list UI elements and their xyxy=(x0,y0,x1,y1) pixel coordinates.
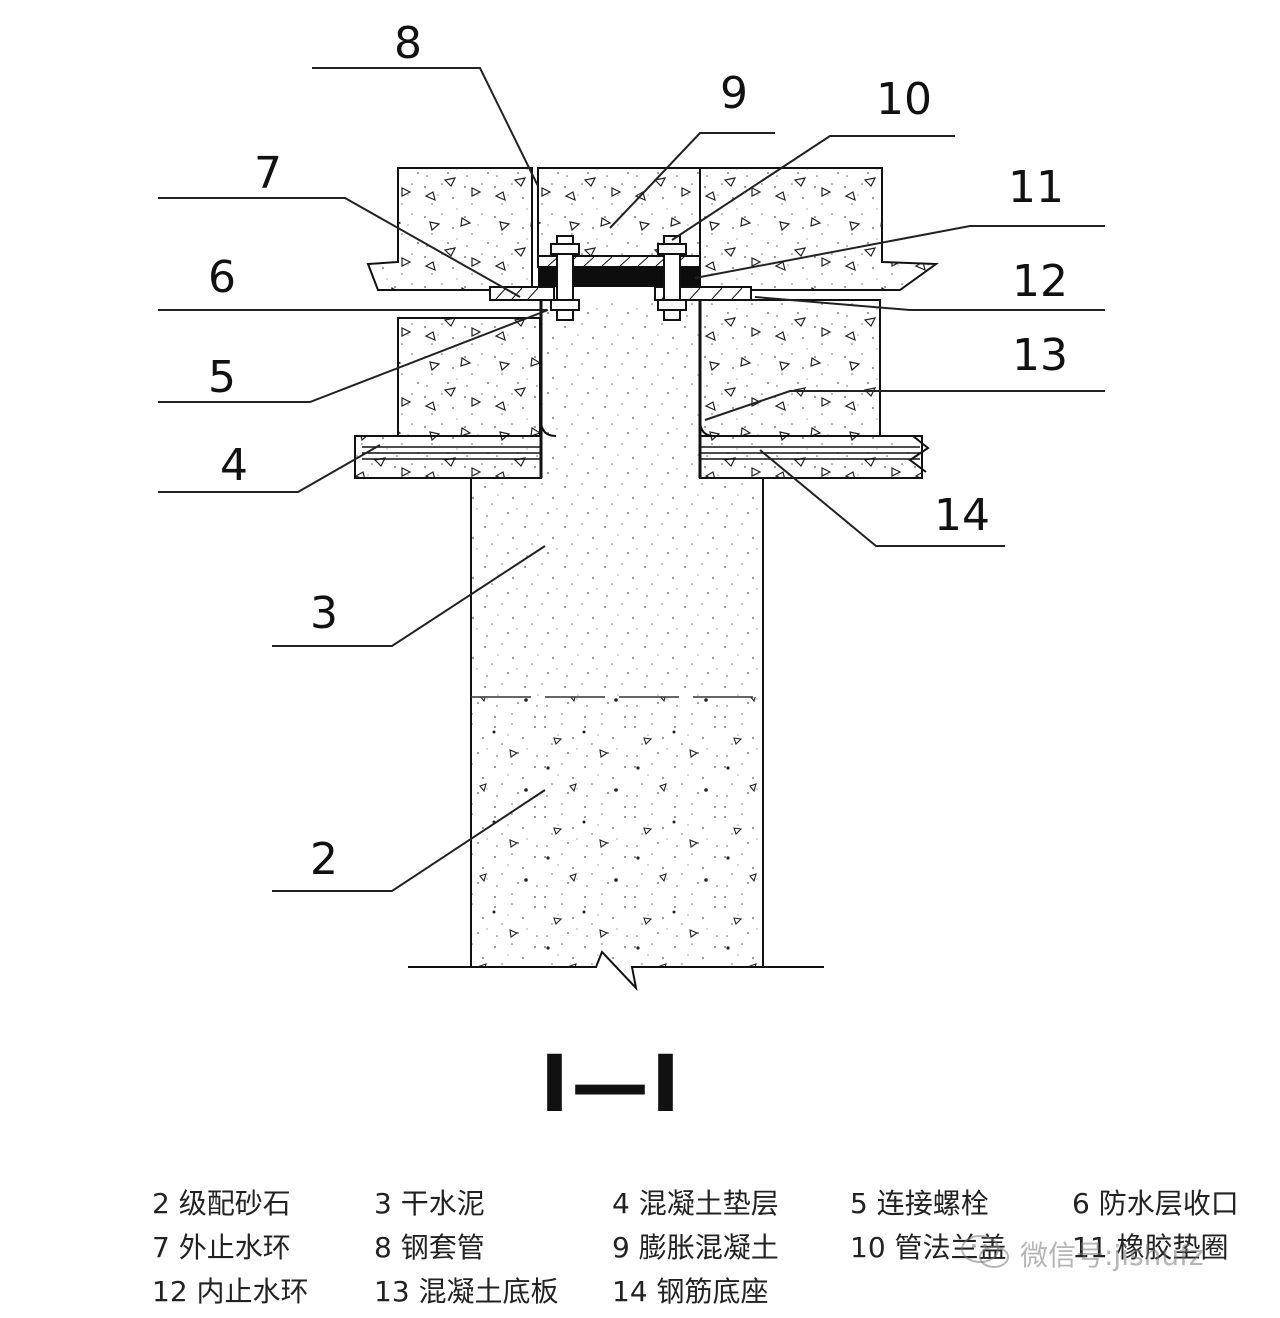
callout-7: 7 xyxy=(254,148,282,199)
callout-2: 2 xyxy=(310,834,338,885)
legend-item: 11 橡胶垫圈 xyxy=(1072,1231,1229,1264)
ground-break-line xyxy=(408,950,824,992)
legend-row: 2 级配砂石 3 干水泥 4 混凝土垫层 5 连接螺栓 6 防水层收口 xyxy=(152,1182,1280,1226)
legend-item: 7 外止水环 xyxy=(152,1231,291,1264)
connecting-bolts xyxy=(550,235,687,321)
water-stop-rings xyxy=(489,286,752,301)
callout-3: 3 xyxy=(310,588,338,639)
callout-5: 5 xyxy=(208,352,236,403)
legend: 2 级配砂石 3 干水泥 4 混凝土垫层 5 连接螺栓 6 防水层收口 7 外止… xyxy=(152,1182,1280,1314)
callout-10: 10 xyxy=(876,74,932,125)
callout-9: 9 xyxy=(720,68,748,119)
callout-13: 13 xyxy=(1012,330,1068,381)
wechat-icon xyxy=(961,1235,1009,1268)
legend-row: 7 外止水环 8 钢套管 9 膨胀混凝土 10 管法兰盖 11 橡胶垫圈 xyxy=(152,1226,1280,1270)
callout-12: 12 xyxy=(1012,256,1068,307)
legend-row: 12 内止水环 13 混凝土底板 14 钢筋底座 xyxy=(152,1270,1280,1314)
section-title: I—I xyxy=(540,1040,683,1130)
callout-4: 4 xyxy=(220,440,248,491)
gravel-fill xyxy=(471,697,763,967)
legend-item: 13 混凝土底板 xyxy=(374,1275,559,1308)
leader-lines xyxy=(158,67,1105,892)
legend-item: 14 钢筋底座 xyxy=(612,1275,769,1308)
callout-14: 14 xyxy=(934,490,990,541)
legend-item: 6 防水层收口 xyxy=(1072,1187,1239,1220)
callout-6: 6 xyxy=(208,252,236,303)
floor-slab xyxy=(366,167,939,437)
steel-sleeve xyxy=(539,300,715,478)
legend-item: 9 膨胀混凝土 xyxy=(612,1231,779,1264)
legend-item: 3 干水泥 xyxy=(374,1187,485,1220)
legend-item: 5 连接螺栓 xyxy=(850,1187,989,1220)
watermark: 微信号:jishufz xyxy=(1020,1239,1204,1272)
legend-item: 2 级配砂石 xyxy=(152,1187,291,1220)
legend-item: 12 内止水环 xyxy=(152,1275,309,1308)
callout-11: 11 xyxy=(1008,162,1064,213)
legend-item: 8 钢套管 xyxy=(374,1231,485,1264)
callout-8: 8 xyxy=(394,18,422,69)
legend-item: 4 混凝土垫层 xyxy=(612,1187,779,1220)
rubber-gasket xyxy=(538,267,700,287)
dry-cement-fill xyxy=(471,478,763,697)
